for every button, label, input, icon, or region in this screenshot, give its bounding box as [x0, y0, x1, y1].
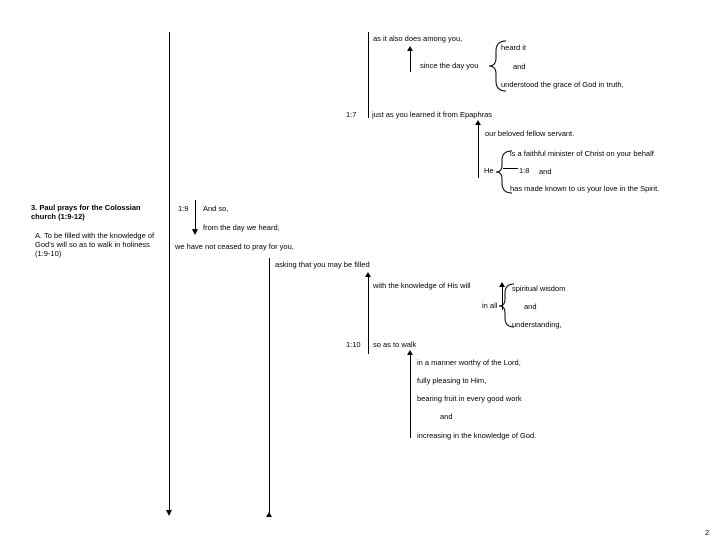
text-among-you: as it also does among you, — [373, 34, 463, 43]
since-vertical-line — [410, 50, 411, 72]
text-learned: just as you learned it from Epaphras — [372, 110, 493, 119]
arrow-1-9-down — [192, 229, 198, 235]
verse-1-8-connector — [503, 168, 518, 169]
text-understanding: understanding, — [512, 320, 562, 329]
text-in-all: in all — [482, 301, 498, 310]
walk-up-arrow — [407, 350, 413, 355]
outline-heading: 3. Paul prays for the Colossian church (… — [31, 203, 141, 221]
page-number: 2 — [705, 528, 710, 537]
text-since-day: since the day you — [420, 61, 479, 70]
asking-vertical-line — [269, 258, 270, 513]
brace-faithful-known — [495, 150, 513, 194]
knowledge-up-arrow — [365, 272, 371, 277]
text-beloved: our beloved fellow servant. — [485, 129, 575, 138]
main-down-arrow — [166, 510, 172, 516]
beloved-vertical-line — [478, 124, 479, 178]
text-walk: so as to walk — [373, 340, 417, 349]
text-and-2: and — [539, 167, 552, 176]
text-and-3: and — [524, 302, 537, 311]
walk-vertical-line — [410, 354, 411, 438]
verse-1-10: 1:10 — [346, 340, 361, 349]
text-knowledge: with the knowledge of His will — [373, 281, 471, 290]
verse-1-7: 1:7 — [346, 110, 357, 119]
brace-wisdom-understanding — [498, 283, 515, 328]
text-pleasing: fully pleasing to Him, — [417, 376, 487, 385]
knowledge-vertical-line — [368, 276, 369, 354]
text-increasing: increasing in the knowledge of God. — [417, 431, 537, 440]
verse-1-9: 1:9 — [178, 204, 189, 213]
line-1-9 — [195, 200, 196, 229]
text-and-so: And so, — [203, 204, 229, 213]
outline-sub-item: A. To be filled with the knowledge of Go… — [35, 231, 155, 258]
text-from-day: from the day we heard, — [203, 223, 280, 232]
line-1-7 — [368, 32, 369, 118]
text-and-4: and — [440, 412, 453, 421]
text-spiritual: spiritual wisdom — [512, 284, 566, 293]
asking-up-arrow — [266, 512, 272, 517]
text-and-1: and — [513, 62, 526, 71]
verse-1-8: 1:8 — [519, 166, 530, 175]
in-all-up-arrow — [499, 282, 505, 287]
in-all-vertical-line — [502, 286, 503, 310]
text-asking: asking that you may be filled — [275, 260, 370, 269]
text-not-ceased: we have not ceased to pray for you, — [175, 242, 294, 251]
text-understood: understood the grace of God in truth, — [501, 80, 624, 89]
text-he: He — [484, 166, 494, 175]
beloved-up-arrow — [475, 120, 481, 125]
brace-heard-understood — [488, 40, 507, 92]
main-vertical-line — [169, 32, 170, 510]
text-worthy: in a manner worthy of the Lord, — [417, 358, 521, 367]
since-up-arrow — [407, 46, 413, 51]
text-faithful: is a faithful minister of Christ on your… — [510, 149, 654, 158]
text-fruit: bearing fruit in every good work — [417, 394, 522, 403]
text-made-known: has made known to us your love in the Sp… — [510, 184, 660, 193]
text-heard-it: heard it — [501, 43, 527, 52]
